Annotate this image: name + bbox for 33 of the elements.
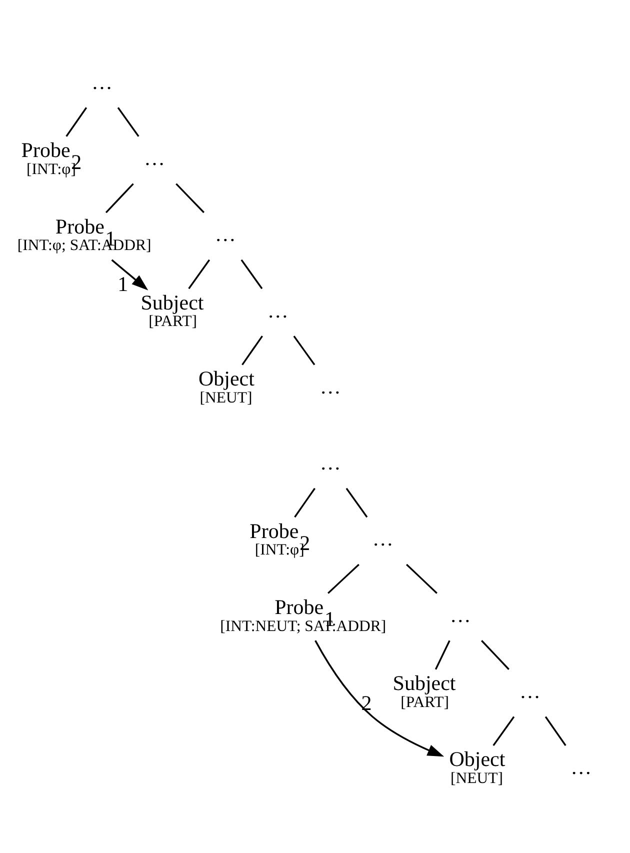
node-text: … bbox=[144, 146, 166, 170]
node-text: Object [NEUT] bbox=[449, 747, 506, 788]
connector bbox=[176, 183, 204, 214]
connector bbox=[240, 259, 263, 290]
node-text: … bbox=[214, 222, 236, 246]
connector bbox=[293, 336, 316, 366]
node-text: … bbox=[92, 70, 113, 94]
arrow bbox=[314, 640, 444, 757]
node-text: … bbox=[267, 298, 288, 322]
connector bbox=[294, 488, 316, 518]
connector bbox=[66, 107, 88, 137]
edge-label: 1 bbox=[118, 272, 128, 296]
node-text: … bbox=[450, 602, 471, 627]
node-text: … bbox=[570, 755, 592, 780]
connector bbox=[544, 716, 566, 746]
connector bbox=[492, 716, 515, 746]
connector bbox=[242, 336, 263, 366]
connector bbox=[328, 564, 360, 594]
connector bbox=[346, 488, 368, 518]
node-text: … bbox=[320, 450, 341, 475]
connector bbox=[105, 183, 134, 214]
node-text: … bbox=[372, 526, 394, 551]
node-text: … bbox=[519, 678, 540, 703]
connector bbox=[188, 259, 210, 290]
node-text: Subject [PART] bbox=[140, 290, 204, 330]
connector bbox=[434, 640, 450, 670]
connector bbox=[406, 564, 438, 594]
connector bbox=[117, 107, 140, 137]
connector bbox=[481, 640, 510, 670]
node-text: Subject [PART] bbox=[392, 671, 456, 711]
node-text: … bbox=[320, 374, 341, 398]
node-text: Object [NEUT] bbox=[198, 366, 254, 406]
arrow bbox=[111, 259, 148, 290]
